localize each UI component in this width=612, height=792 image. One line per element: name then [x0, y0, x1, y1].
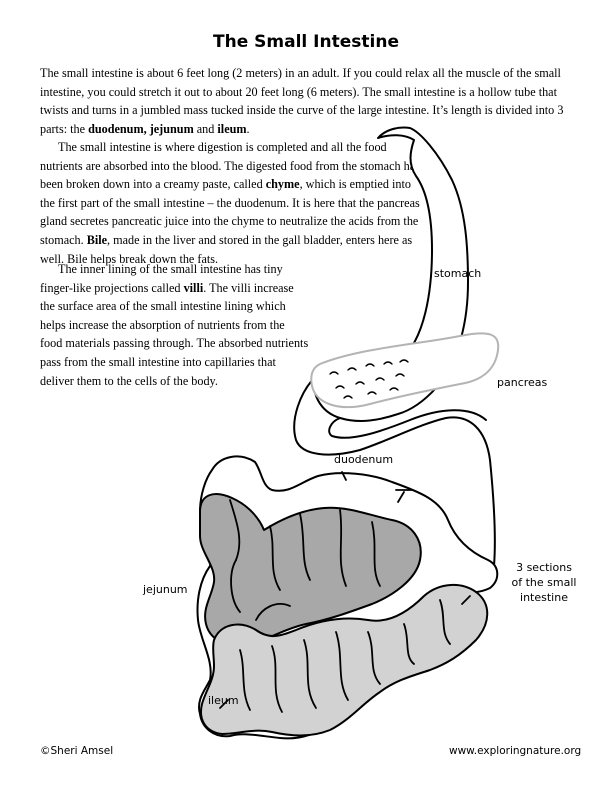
- label-jejunum: jejunum: [143, 583, 188, 596]
- label-sections-line2: of the small: [504, 575, 584, 590]
- label-pancreas: pancreas: [497, 376, 547, 389]
- pancreas-shape: [311, 333, 498, 407]
- label-duodenum: duodenum: [334, 453, 393, 466]
- label-sections-line1: 3 sections: [504, 560, 584, 575]
- label-sections: 3 sections of the small intestine: [504, 560, 584, 605]
- label-ileum: ileum: [208, 694, 239, 707]
- label-stomach: stomach: [434, 267, 481, 280]
- label-sections-line3: intestine: [504, 590, 584, 605]
- copyright-text: ©Sheri Amsel: [40, 745, 113, 757]
- website-link[interactable]: www.exploringnature.org: [449, 745, 581, 757]
